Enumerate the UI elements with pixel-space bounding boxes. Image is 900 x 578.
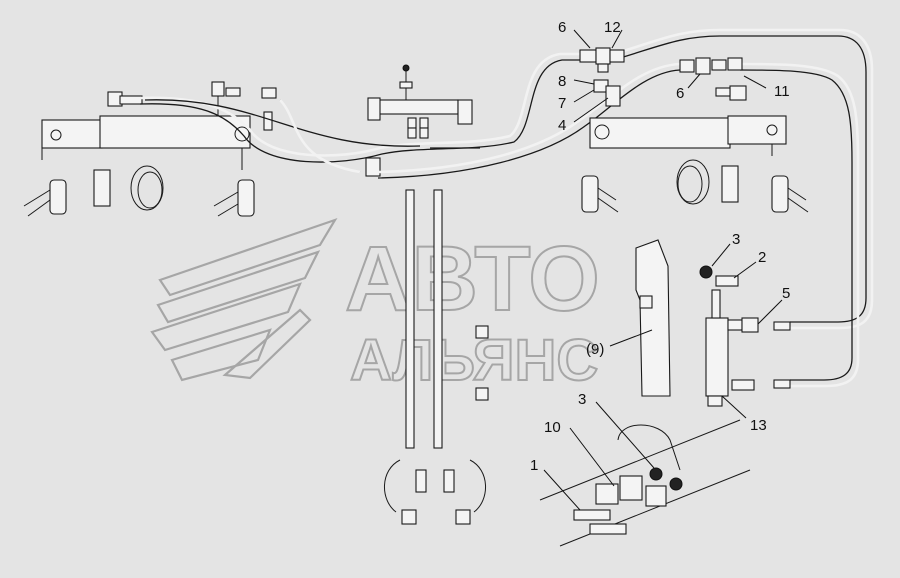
callout-4: 4 xyxy=(558,117,566,134)
callout-2: 2 xyxy=(758,249,766,266)
mount-assembly xyxy=(539,419,751,547)
watermark-line1: АВТО xyxy=(345,228,600,330)
small-cylinder xyxy=(705,289,791,407)
left-cylinder-fittings xyxy=(107,81,277,131)
left-pins-and-clamps xyxy=(23,165,255,217)
watermark-logo xyxy=(150,217,338,382)
callout-labels: 6 12 8 7 4 6 11 3 2 5 (9) 13 3 10 1 xyxy=(530,19,790,474)
callout-9: (9) xyxy=(586,341,604,358)
callout-10: 10 xyxy=(544,419,561,436)
callout-11: 11 xyxy=(774,83,790,100)
callout-12: 12 xyxy=(604,19,621,36)
callout-6-right: 6 xyxy=(676,85,684,102)
bolt-and-nut xyxy=(699,265,739,287)
left-hydraulic-cylinder xyxy=(41,115,251,170)
center-manifold xyxy=(365,64,473,177)
callout-6-top: 6 xyxy=(558,19,566,36)
callout-7: 7 xyxy=(558,95,566,112)
leader-lines xyxy=(543,29,783,511)
callout-3-top: 3 xyxy=(732,231,740,248)
callout-13: 13 xyxy=(750,417,767,434)
callout-3-bottom: 3 xyxy=(578,391,586,408)
right-hydraulic-cylinder xyxy=(589,85,787,156)
callout-8: 8 xyxy=(558,73,566,90)
top-tee-fittings xyxy=(579,47,747,101)
callout-5: 5 xyxy=(782,285,790,302)
hydraulic-hoses xyxy=(139,28,874,388)
vertical-pipes xyxy=(383,189,489,525)
right-pins-and-clamps xyxy=(581,159,809,213)
watermark-line2: АЛЬЯНС xyxy=(350,328,598,393)
bracket-plate xyxy=(635,239,671,397)
callout-1: 1 xyxy=(530,457,538,474)
